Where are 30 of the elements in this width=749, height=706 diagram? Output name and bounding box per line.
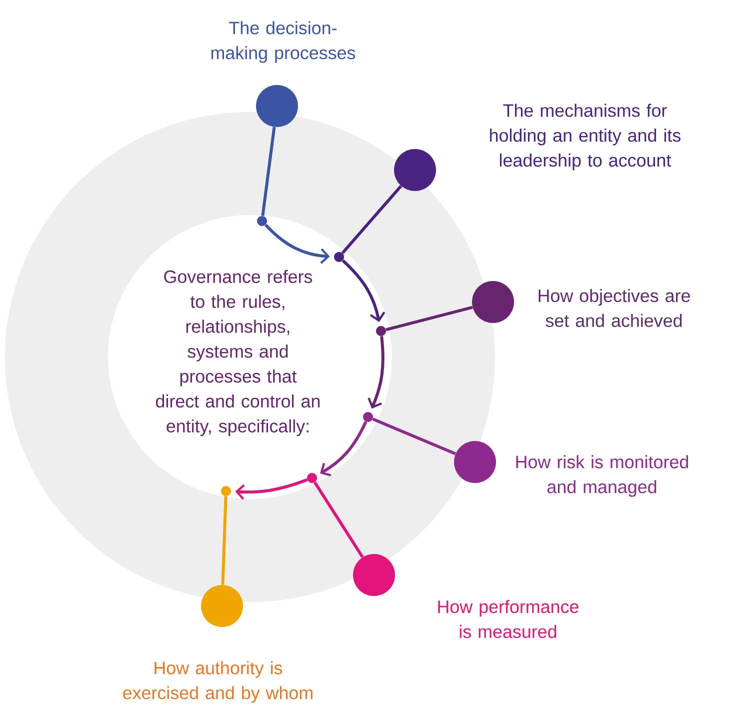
circle-marker (394, 149, 436, 191)
connector (320, 421, 368, 476)
connector (342, 259, 386, 322)
connector (221, 496, 228, 585)
circle-marker (256, 85, 298, 127)
connector (314, 482, 364, 558)
junction-dot (334, 252, 344, 262)
circle-label: How objectives are set and achieved (538, 288, 690, 328)
centre-text: Governance refers to the rules, relationships, systems and processes that direct and control an entity, specifically: (156, 270, 320, 436)
connector (235, 478, 308, 500)
connector (261, 126, 276, 216)
connector (368, 336, 384, 409)
junction-dot (221, 486, 231, 496)
junction-dot (257, 216, 267, 226)
circle-marker (454, 441, 496, 483)
connector (372, 418, 456, 456)
circle-label: The decision-making processes (211, 21, 356, 63)
circle-label: How performance is measured (438, 600, 578, 638)
junction-dot (376, 326, 386, 336)
circle-marker (353, 554, 395, 596)
junction-dot (363, 412, 373, 422)
connector (264, 224, 330, 264)
connector (386, 306, 473, 332)
circle-label: The mechanisms for holding an entity and its leadership to account (490, 104, 681, 170)
connector (341, 184, 402, 254)
circle-label: How authority is exercised and by whom (123, 661, 312, 703)
circle-marker (201, 585, 243, 627)
circle-label: How risk is monitored and managed (516, 455, 688, 497)
junction-dot (307, 473, 317, 483)
circle-marker (472, 281, 514, 323)
